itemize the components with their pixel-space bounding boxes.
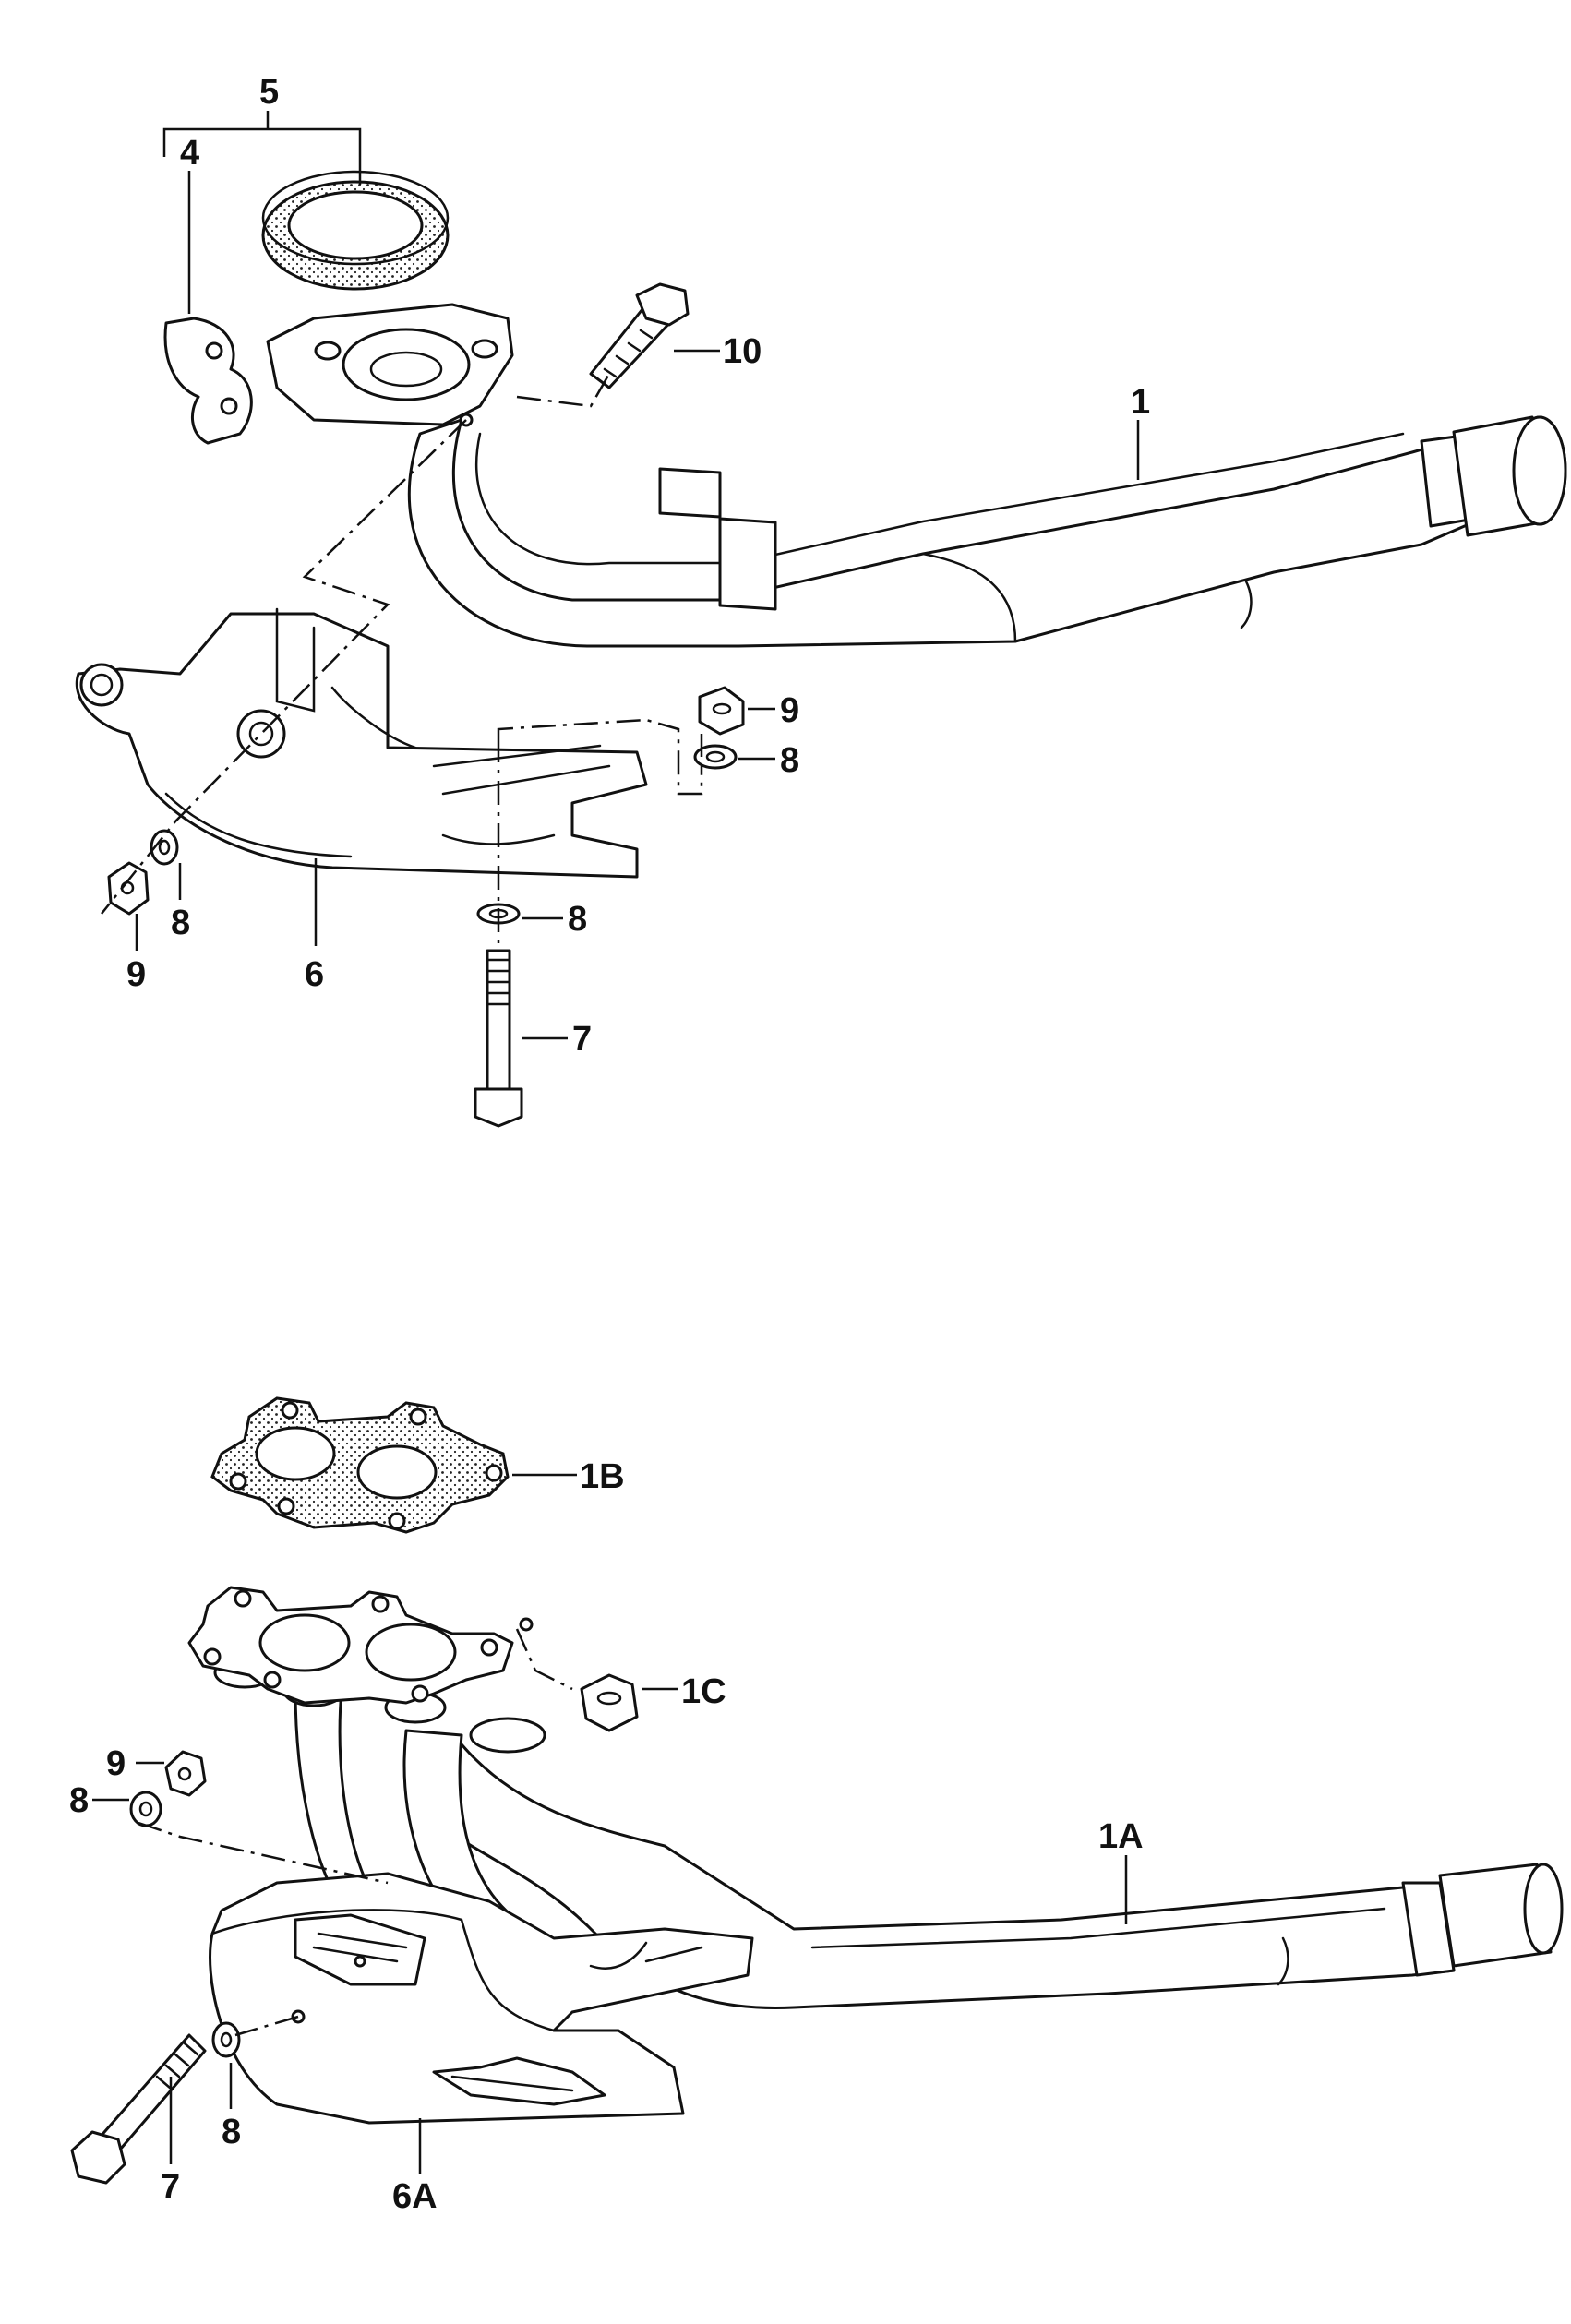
callout-8-right: 8 — [780, 741, 799, 780]
callout-9-left: 9 — [126, 955, 146, 994]
callout-10: 10 — [723, 332, 762, 371]
callout-8-upper: 8 — [69, 1781, 89, 1820]
bottom-assembly: 1B 1C 1A 9 8 8 7 6A — [69, 1396, 1564, 2216]
callout-4: 4 — [180, 134, 199, 173]
top-assembly: 5 4 10 1 9 8 8 8 9 6 7 — [75, 73, 1567, 1128]
pipe-flange — [266, 303, 514, 427]
callout-8-lower: 8 — [222, 2113, 241, 2151]
shield-bolt — [70, 2033, 207, 2185]
flange-bolt — [589, 282, 690, 389]
callout-1: 1 — [1131, 383, 1150, 422]
washer — [150, 829, 179, 866]
hex-nut — [164, 1750, 207, 1797]
lower-heat-shield — [209, 1872, 754, 2125]
callout-7: 7 — [572, 1020, 592, 1059]
callout-7-bottom: 7 — [161, 2168, 180, 2207]
callout-8-bolt: 8 — [568, 900, 587, 939]
front-exhaust-pipe — [407, 415, 1567, 648]
callout-6A: 6A — [392, 2177, 438, 2216]
callout-1A: 1A — [1098, 1817, 1144, 1856]
clamp-plate — [163, 317, 253, 445]
heat-shield — [75, 607, 648, 879]
washer — [211, 2021, 241, 2058]
hex-nut — [698, 686, 745, 736]
callout-1B: 1B — [580, 1457, 625, 1496]
long-bolt — [474, 949, 523, 1128]
callout-9-right: 9 — [780, 691, 799, 730]
callout-5: 5 — [259, 73, 279, 112]
sealing-ring — [261, 170, 450, 291]
callout-6: 6 — [305, 955, 324, 994]
washer — [129, 1791, 162, 1827]
callout-1C: 1C — [681, 1672, 726, 1711]
washer — [693, 744, 738, 770]
hex-nut — [107, 861, 150, 916]
callout-9: 9 — [106, 1744, 126, 1783]
callout-8-left: 8 — [171, 904, 190, 942]
